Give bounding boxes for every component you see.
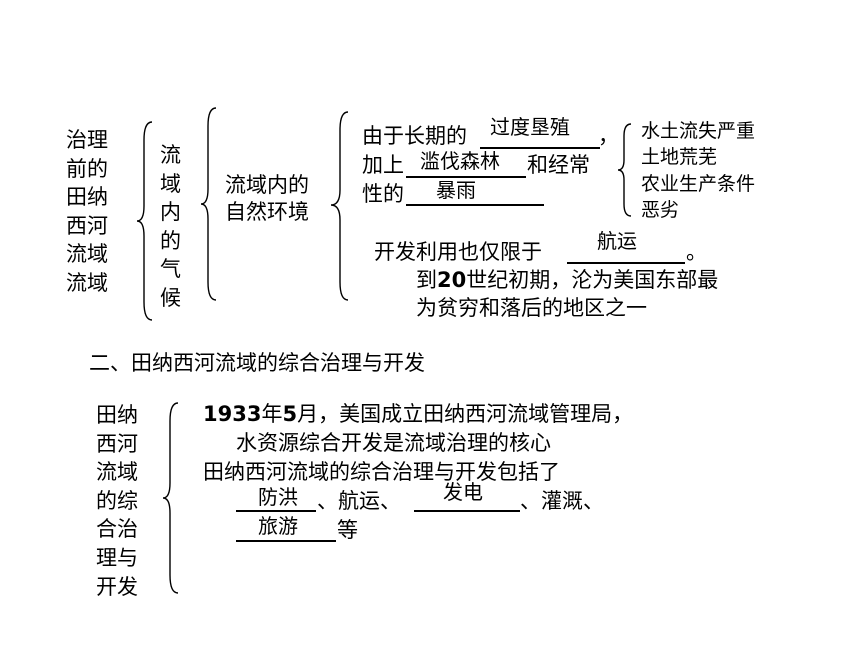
dev-line-text: 开发利用也仅限于	[374, 240, 542, 264]
answer-tourism: 旅游	[258, 514, 298, 538]
blank-line-6	[414, 510, 520, 512]
answer-flood-control: 防洪	[258, 485, 298, 509]
climate-title: 流 域 内 的 气 候	[160, 143, 181, 310]
tva-line2: 水资源综合开发是流域治理的核心	[236, 431, 551, 455]
tva-line1-rest: 月，美国成立田纳西河流域管理局，	[297, 402, 634, 426]
tva-sep-1: 、航运、	[317, 489, 401, 513]
natural-env-line1: 流域内的	[225, 173, 309, 197]
tva-year: 1933	[203, 402, 262, 426]
cause-line2-text: 加上	[362, 153, 404, 177]
early-prefix: 到	[416, 268, 437, 292]
blank-line-1	[480, 147, 600, 149]
blank-line-2	[406, 176, 526, 178]
blank-line-5	[236, 510, 316, 512]
early-century-line2: 为贫穷和落后的地区之一	[416, 296, 647, 320]
cause-line1-comma: ，	[598, 124, 619, 148]
tva-year-unit: 年	[261, 402, 283, 426]
tva-line5-end: 等	[337, 518, 358, 542]
answer-deforestation: 滥伐森林	[420, 149, 500, 173]
cause-line2-tail: 和经常	[527, 153, 590, 177]
blank-line-3	[406, 204, 544, 206]
tva-sep-2: 、灌溉、	[520, 489, 604, 513]
answer-over-cultivation: 过度垦殖	[490, 115, 570, 139]
answer-rainstorm: 暴雨	[436, 178, 476, 202]
result-line1: 水土流失严重	[641, 120, 756, 142]
cause-line3-text: 性的	[362, 182, 404, 206]
section-heading: 二、田纳西河流域的综合治理与开发	[89, 351, 425, 375]
answer-shipping: 航运	[597, 229, 637, 253]
bracket-results	[617, 123, 632, 217]
early-suffix: 世纪初期，沦为美国东部最	[466, 268, 719, 292]
part2-left-title: 田纳 西河 流域 的综 合治 理与 开发	[96, 403, 138, 599]
blank-line-4	[567, 262, 685, 264]
early-number: 20	[437, 268, 467, 292]
natural-env-line2: 自然环境	[225, 200, 309, 224]
answer-power-generation: 发电	[443, 480, 483, 504]
bracket-left-title	[136, 121, 153, 321]
bracket-part2	[162, 402, 179, 594]
result-line3: 农业生产条件	[641, 173, 756, 195]
result-line4: 恶劣	[641, 199, 680, 221]
tva-month: 5	[282, 402, 298, 426]
bracket-natural-env	[330, 111, 349, 301]
blank-line-7	[236, 540, 336, 542]
result-line2: 土地荒芜	[641, 146, 718, 168]
tva-line1: 1933年5月，美国成立田纳西河流域管理局，	[203, 401, 633, 427]
dev-line-period: 。	[686, 240, 707, 264]
early-century-line: 到20世纪初期，沦为美国东部最	[416, 267, 718, 293]
cause-line1-text: 由于长期的	[362, 124, 467, 148]
bracket-climate	[200, 107, 217, 301]
part1-left-title: 治理 前的 田纳 西河 流域 流域	[66, 128, 108, 295]
tva-line3: 田纳西河流域的综合治理与开发包括了	[203, 460, 560, 484]
